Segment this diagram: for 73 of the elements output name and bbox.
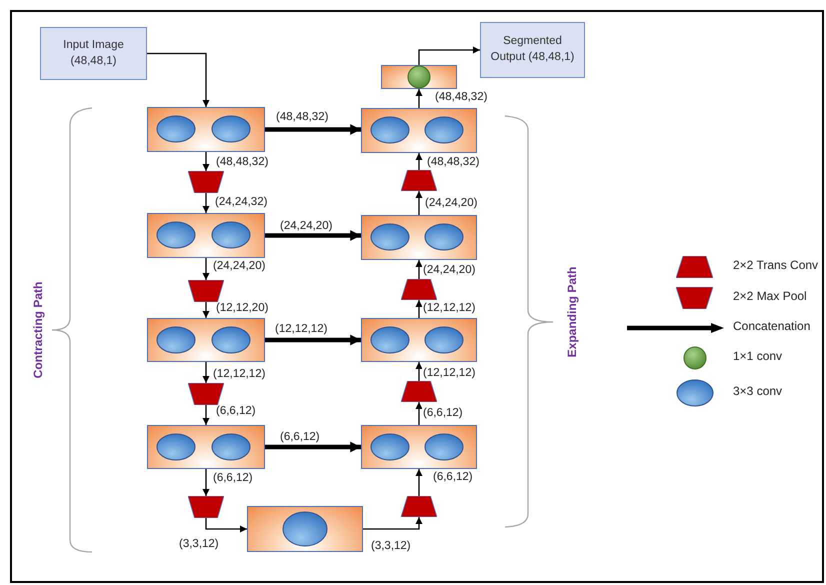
arrow [202,405,210,425]
upsampling-trapezoid [401,279,437,300]
edge-label: (3,3,12) [178,538,220,551]
edge-label: (24,24,32) [214,196,268,209]
upsampling-trapezoid [401,496,437,517]
edge-label: (24,24,20) [424,197,478,210]
edge-label: (12,12,12) [422,302,476,315]
arrow [202,152,210,171]
conv-block [147,107,265,152]
info-box [480,22,585,78]
info-box [40,27,147,80]
edge-label: (24,24,20) [279,220,334,233]
arrow [202,193,210,213]
edge-label: (48,48,32) [275,111,330,124]
arrow [416,402,422,425]
conv-block [361,215,477,260]
edge-label: (12,12,12) [274,323,328,336]
legend-label: 1×1 conv [733,349,782,363]
edge-label: (48,48,32) [434,91,488,104]
box-label: Segmented Output (48,48,1) [490,34,576,65]
arrow [416,191,422,215]
upsampling-trapezoid [401,381,437,402]
conv-block [361,108,477,153]
arrow [416,260,422,279]
edge-label: (3,3,12) [370,540,412,553]
edge-label: (12,12,20) [215,302,270,315]
edge-label: (48,48,32) [426,156,480,169]
arrow [416,362,422,381]
upsampling-trapezoid [401,170,437,191]
output-conv-block [381,65,457,89]
arrow [418,46,480,65]
edge-label: (6,6,12) [212,472,254,485]
arrow [205,518,247,532]
edge-label: (24,24,20) [422,264,476,277]
arrow [202,469,210,496]
conv-block [247,506,363,552]
pooling-trapezoid [188,383,224,405]
edge-label: (12,12,12) [422,367,476,380]
pooling-trapezoid [188,171,224,193]
edge-label: (12,12,12) [212,368,266,381]
arrow [416,300,422,318]
conv-block [147,425,265,469]
edge-label: (48,48,32) [215,156,270,169]
arrow [202,258,210,280]
edge-label: (6,6,12) [432,471,474,484]
conv-block [147,318,265,362]
arrow [416,153,422,170]
arrow [147,52,210,107]
edge-label: (6,6,12) [422,407,464,420]
edge-label: (24,24,20) [212,260,266,273]
edge-label: (6,6,12) [279,431,321,444]
conv-block [147,213,265,258]
edge-label: (6,6,12) [215,405,257,418]
thick-arrow [265,124,361,135]
conv-block [361,318,477,362]
arrow [416,89,422,108]
legend-label: 2×2 Trans Conv [733,258,818,272]
pooling-trapezoid [188,280,224,302]
path-label: Expanding Path [565,266,579,358]
legend-label: 2×2 Max Pool [733,289,807,303]
thick-arrow [265,230,361,241]
thick-arrow [265,334,361,346]
path-label: Contracting Path [31,282,45,378]
arrow [416,469,422,496]
arrow [363,517,422,530]
arrow [202,302,210,318]
pooling-trapezoid [188,496,224,518]
conv-block [361,425,477,469]
box-label: Input Image (48,48,1) [62,38,125,68]
legend-label: 3×3 conv [733,384,782,398]
thick-arrow [265,442,361,452]
legend-label: Concatenation [733,319,810,333]
arrow [202,362,210,383]
